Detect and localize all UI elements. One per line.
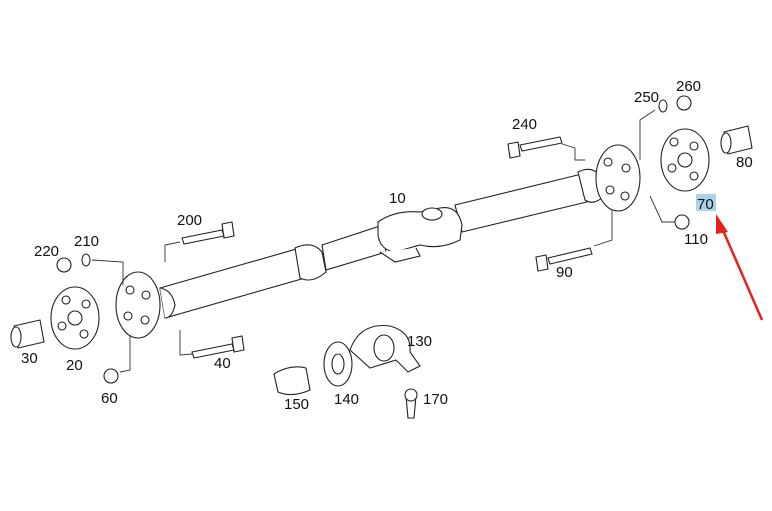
label-260[interactable]: 260 xyxy=(676,78,701,95)
boot-150 xyxy=(273,366,311,396)
flex-disc-70 xyxy=(660,128,710,192)
left-flange xyxy=(115,271,176,339)
label-110[interactable]: 110 xyxy=(684,231,708,248)
label-210[interactable]: 210 xyxy=(74,233,99,250)
part-labels: 10 20 30 40 60 70 80 90 110 130 140 150 … xyxy=(21,78,753,413)
washer-250 xyxy=(658,99,668,113)
bolt-240 xyxy=(507,136,563,159)
highlight-70 xyxy=(696,194,716,211)
bolt-90 xyxy=(535,247,593,272)
nut-260 xyxy=(676,95,692,111)
washer-210 xyxy=(81,253,91,267)
nut-60 xyxy=(103,368,119,384)
label-70[interactable]: 70 xyxy=(697,196,714,213)
label-170[interactable]: 170 xyxy=(423,391,448,408)
leader-lines xyxy=(91,109,675,373)
label-220[interactable]: 220 xyxy=(34,243,59,260)
label-200[interactable]: 200 xyxy=(177,212,202,229)
nut-110 xyxy=(674,214,690,230)
label-10[interactable]: 10 xyxy=(389,190,406,207)
red-arrow-pointer xyxy=(716,214,764,321)
bolt-200 xyxy=(181,221,235,245)
label-250[interactable]: 250 xyxy=(634,89,659,106)
right-flange xyxy=(595,144,641,212)
label-140[interactable]: 140 xyxy=(334,391,359,408)
label-90[interactable]: 90 xyxy=(556,264,573,281)
label-30[interactable]: 30 xyxy=(21,350,38,367)
label-240[interactable]: 240 xyxy=(512,116,537,133)
label-150[interactable]: 150 xyxy=(284,396,309,413)
label-60[interactable]: 60 xyxy=(101,390,118,407)
label-130[interactable]: 130 xyxy=(407,333,432,350)
flex-disc-20 xyxy=(50,286,100,350)
bolt-40 xyxy=(191,335,245,359)
propeller-shaft xyxy=(159,168,605,319)
label-20[interactable]: 20 xyxy=(66,357,83,374)
label-40[interactable]: 40 xyxy=(214,355,231,372)
label-80[interactable]: 80 xyxy=(736,154,753,171)
nut-220 xyxy=(56,257,72,273)
